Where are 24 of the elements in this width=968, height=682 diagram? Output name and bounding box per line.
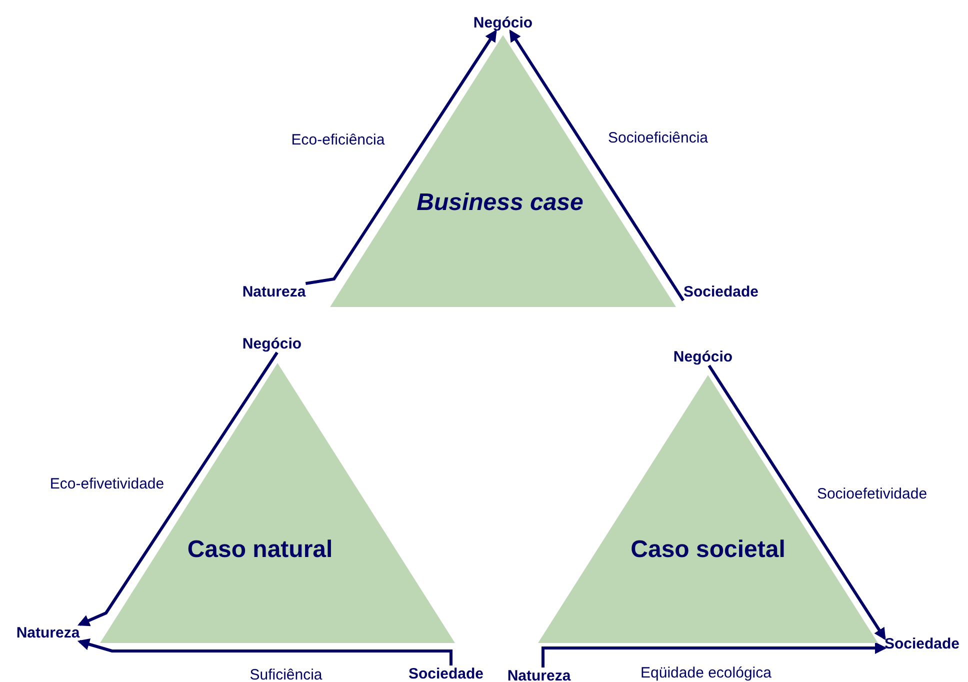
arrow: [542, 642, 887, 668]
vertex-label: Negócio: [242, 336, 302, 352]
arrow: [77, 352, 278, 626]
vertex-label: Sociedade: [408, 666, 484, 682]
vertex-label: Natureza: [507, 668, 571, 682]
vertex-label: Negócio: [473, 14, 533, 32]
vertex-label: Natureza: [242, 284, 306, 300]
edge-label: Socioefetividade: [816, 486, 928, 502]
edge-label: Eco-efivetividade: [50, 476, 164, 492]
arrow: [77, 638, 452, 666]
edge-label: Eco-eficiência: [291, 132, 385, 148]
edge-label: Eqüidade ecológica: [640, 664, 772, 682]
arrow: [305, 30, 497, 285]
triangle-title: Caso natural: [187, 536, 333, 564]
triangle-title: Business case: [416, 189, 584, 217]
vertex-label: Natureza: [16, 624, 80, 642]
edge-label: Socioeficiência: [608, 130, 708, 146]
vertex-label: Sociedade: [884, 636, 960, 652]
edge-label: Suficiência: [250, 666, 322, 682]
triangle-title: Caso societal: [630, 536, 786, 564]
vertex-label: Negócio: [673, 348, 733, 366]
vertex-label: Sociedade: [683, 284, 759, 300]
arrow: [509, 29, 685, 302]
arrow: [708, 364, 886, 640]
